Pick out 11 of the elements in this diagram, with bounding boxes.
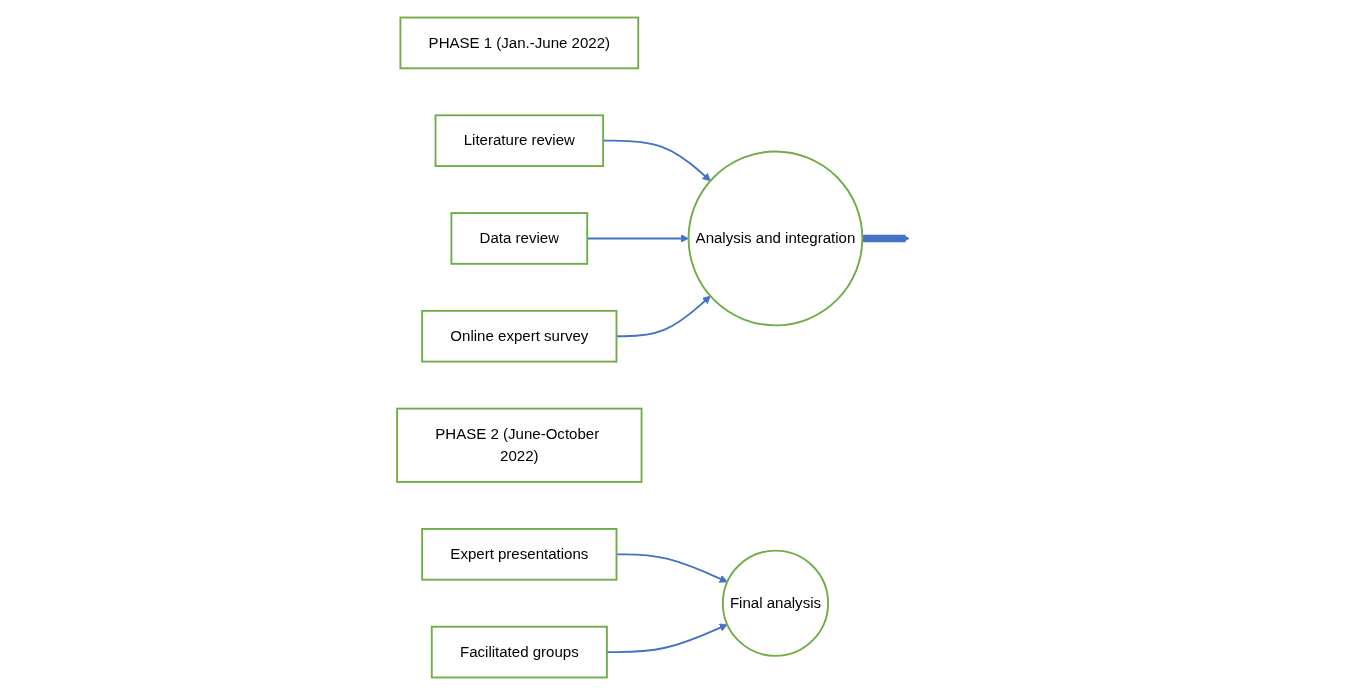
node-box: Data review xyxy=(450,212,589,265)
node-box: Literature review xyxy=(434,114,605,167)
arrow xyxy=(606,623,728,654)
node-box: Facilitated groups xyxy=(430,625,608,679)
node-box: PHASE 2 (June-October 2022) xyxy=(396,407,643,483)
node-box: Online expert survey xyxy=(421,309,618,363)
node-box: PHASE 1 (Jan.-June 2022) xyxy=(399,16,640,70)
node-circle: Analysis and integration xyxy=(687,150,864,327)
node-box: Expert presentations xyxy=(421,528,618,581)
arrow xyxy=(862,234,910,243)
node-circle: Final analysis xyxy=(721,549,830,657)
